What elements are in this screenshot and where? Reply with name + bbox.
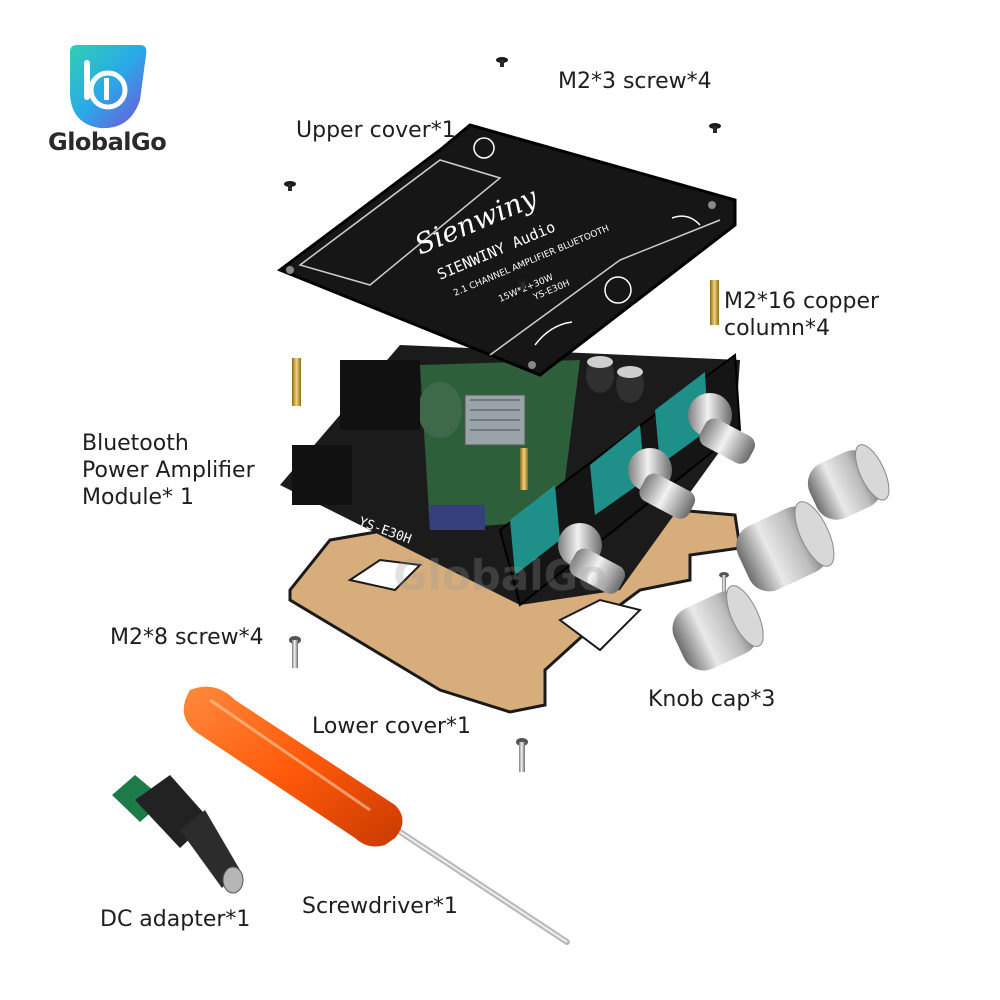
knob-cap-icon bbox=[672, 444, 890, 671]
label-dc-adapter: DC adapter*1 bbox=[100, 907, 251, 932]
m2x3-screw-icon bbox=[284, 57, 721, 289]
upper-cover-plate: Sienwiny SIENWINY Audio 2.1 CHANNEL AMPL… bbox=[276, 123, 737, 377]
watermark-text: GlobalGo bbox=[393, 551, 607, 600]
master-volume-icon bbox=[604, 276, 632, 304]
subwoofer-volume-icon bbox=[671, 215, 701, 226]
label-upper-cover: Upper cover*1 bbox=[296, 118, 456, 143]
brand-logo-icon bbox=[70, 45, 147, 129]
screwdriver-icon bbox=[183, 686, 570, 945]
label-lower-cover: Lower cover*1 bbox=[312, 714, 472, 739]
label-m2x3-screw: M2*3 screw*4 bbox=[558, 69, 712, 94]
power-icon bbox=[473, 137, 495, 159]
bass-volume-icon bbox=[534, 321, 573, 346]
m2x8-screw-icon bbox=[289, 572, 729, 772]
brand-name: GlobalGo bbox=[48, 128, 167, 156]
label-copper-column: M2*16 copper column*4 bbox=[724, 289, 880, 341]
label-screwdriver: Screwdriver*1 bbox=[302, 894, 458, 919]
dc-adapter-icon bbox=[112, 775, 244, 894]
copper-column-icon bbox=[292, 280, 719, 490]
label-knob-cap: Knob cap*3 bbox=[648, 687, 776, 712]
label-bluetooth-module: Bluetooth Power Amplifier Module* 1 bbox=[82, 431, 255, 510]
label-m2x8-screw: M2*8 screw*4 bbox=[110, 625, 264, 650]
bluetooth-module-board: YS-E30H bbox=[280, 345, 756, 607]
